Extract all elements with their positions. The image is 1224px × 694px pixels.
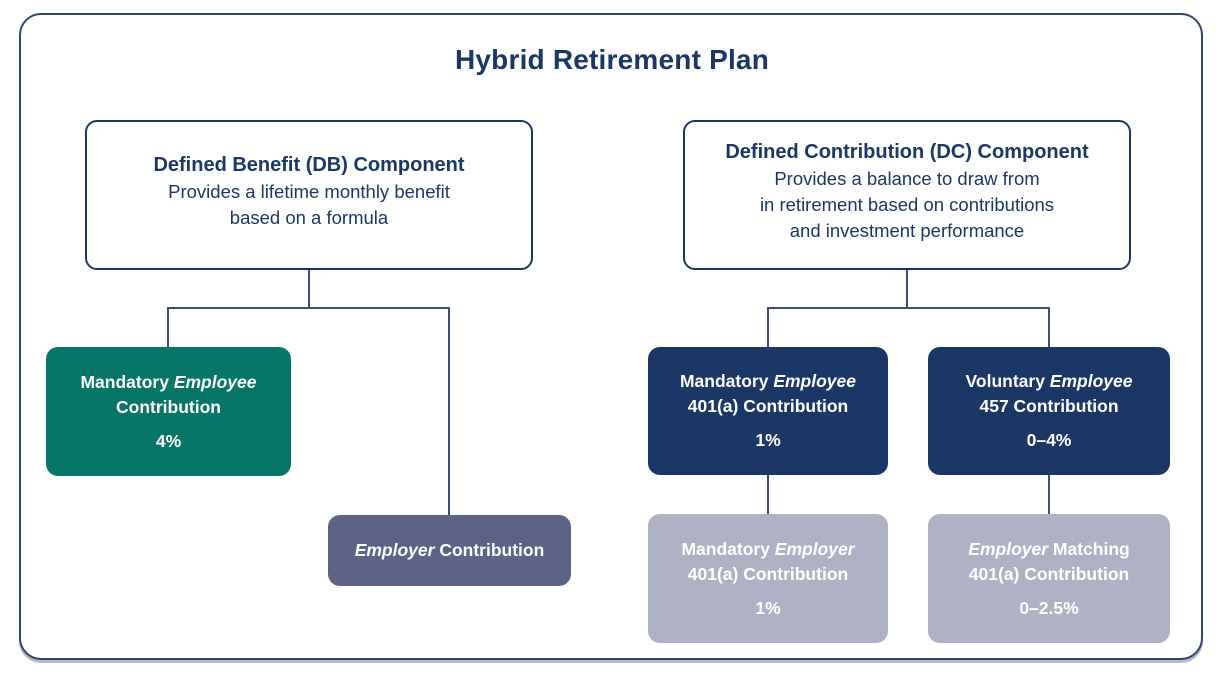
card-line-1: Employer Contribution [354,540,545,560]
dc-component-box: Defined Contribution (DC) Component Prov… [683,120,1131,270]
db-desc-line-1: Provides a lifetime monthly benefit [168,181,450,202]
diagram-title: Hybrid Retirement Plan [454,44,770,75]
dc-heading: Defined Contribution (DC) Component [725,141,1089,163]
db-desc-line-2: based on a formula [229,207,389,228]
connector-db-stem [308,270,310,309]
card-line-1: Employer Matching [968,538,1130,559]
card-value: 4% [155,430,182,451]
card-line-2: 401(a) Contribution [687,563,849,584]
connector-db-to-employee [167,307,169,347]
connector-dc-to-457 [1048,307,1050,347]
connector-db-branch [167,307,450,309]
card-line-2: 401(a) Contribution [968,563,1130,584]
dc-desc-line-1: Provides a balance to draw from [774,168,1040,189]
connector-dc-stem [906,270,908,309]
card-mandatory-employee-contribution: Mandatory Employee Contribution 4% [46,347,291,476]
card-value: 1% [755,430,781,450]
connector-dc-branch [767,307,1050,309]
connector-db-to-employer [448,307,450,515]
card-mandatory-employee-401a-contribution: Mandatory Employee 401(a) Contribution 1… [648,347,888,475]
db-heading: Defined Benefit (DB) Component [153,154,465,176]
card-employer-matching-401a-contribution: Employer Matching 401(a) Contribution 0–… [928,514,1170,643]
dc-desc-line-3: and investment performance [789,220,1025,241]
connector-dc-to-401a [767,307,769,347]
card-line-1: Mandatory Employee [679,371,857,391]
card-mandatory-employer-401a-contribution: Mandatory Employer 401(a) Contribution 1… [648,514,888,643]
card-line-2: 401(a) Contribution [687,396,849,416]
card-line-2: 457 Contribution [979,396,1119,416]
card-value: 0–4% [1026,430,1072,450]
connector-401a-to-employer [767,475,769,514]
card-voluntary-employee-457-contribution: Voluntary Employee 457 Contribution 0–4% [928,347,1170,475]
card-line-1: Mandatory Employee [80,371,257,392]
connector-457-to-matching [1048,475,1050,514]
card-line-1: Voluntary Employee [965,371,1133,391]
card-value: 0–2.5% [1019,597,1079,618]
db-component-box: Defined Benefit (DB) Component Provides … [85,120,533,270]
card-line-1: Mandatory Employer [681,538,855,559]
dc-desc-line-2: in retirement based on contributions [759,194,1055,215]
card-employer-contribution: Employer Contribution [328,515,571,586]
card-value: 1% [755,597,781,618]
card-line-2: Contribution [116,396,221,417]
